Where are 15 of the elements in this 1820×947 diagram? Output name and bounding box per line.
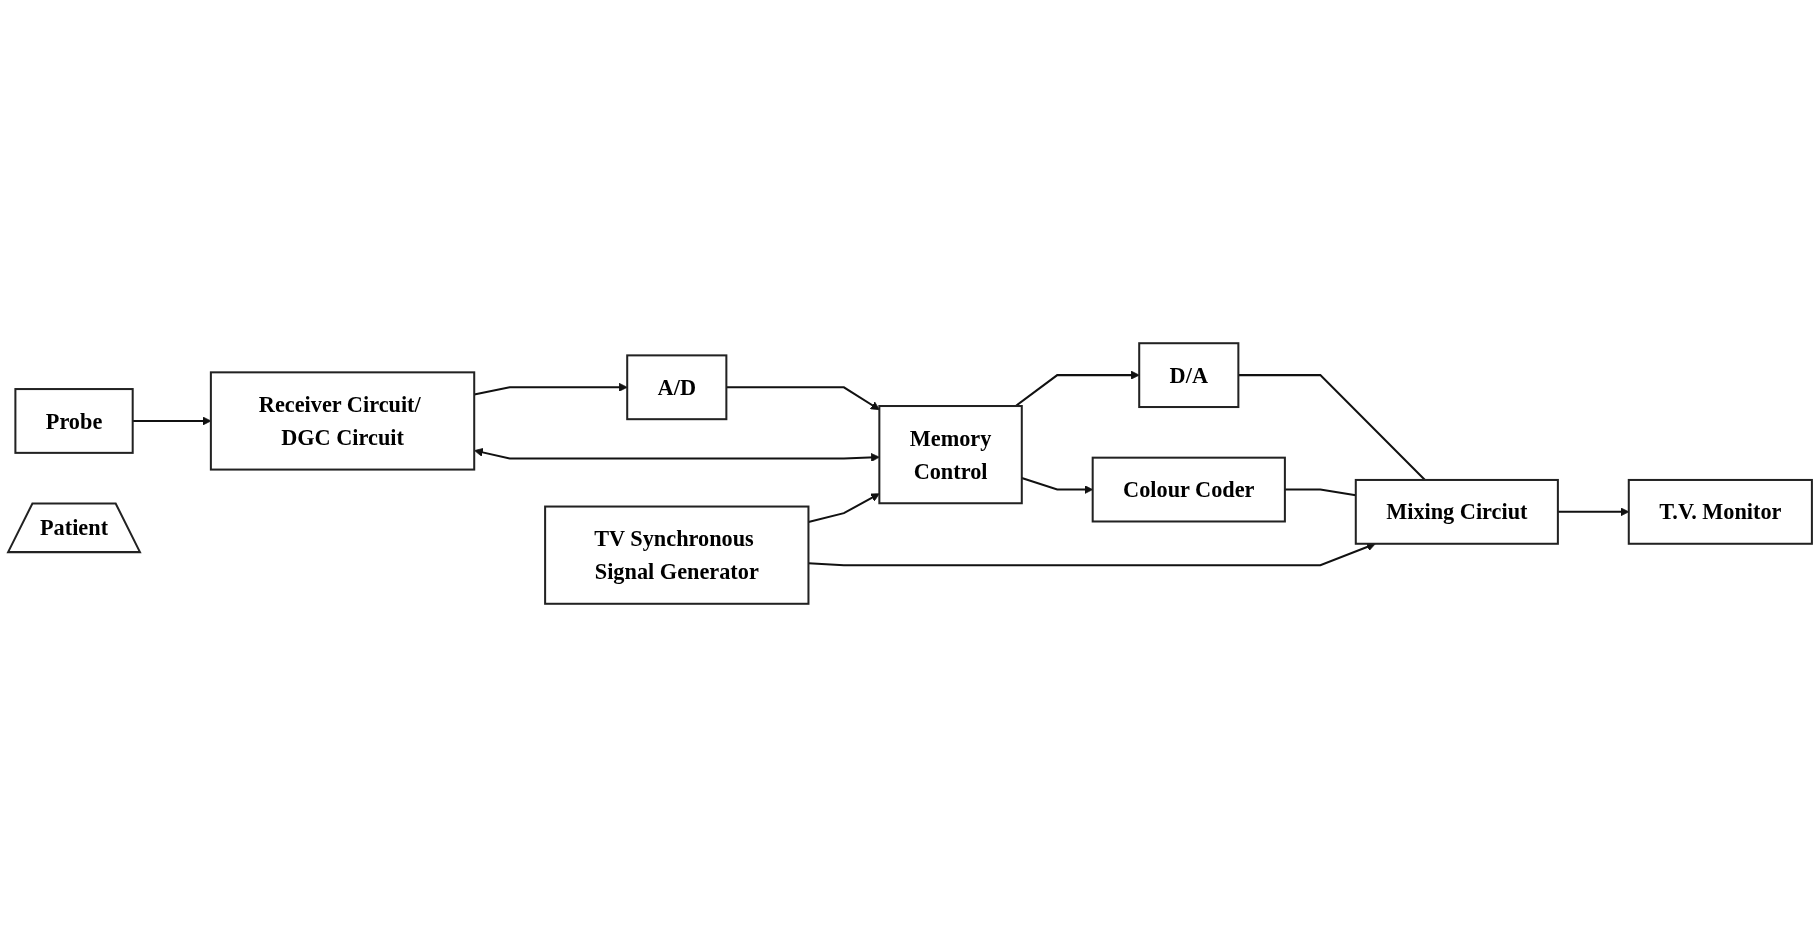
node-box: Probe <box>14 388 134 454</box>
arrow <box>808 493 880 524</box>
arrow <box>474 448 880 462</box>
arrow <box>726 386 880 411</box>
node-box: T.V. Monitor <box>1627 478 1813 545</box>
node-box: A/D <box>626 354 728 421</box>
node-box: Receiver Circuit/ DGC Circuit <box>209 371 476 471</box>
node-box: D/A <box>1138 342 1240 409</box>
node-box: Memory Control <box>878 405 1023 505</box>
node-box: TV Synchronous Signal Generator <box>544 505 810 605</box>
node-box: Colour Coder <box>1091 456 1286 523</box>
arrow <box>474 382 628 396</box>
connector <box>1284 488 1356 497</box>
arrow <box>1015 370 1140 407</box>
node-box: Mixing Circiut <box>1354 478 1559 545</box>
